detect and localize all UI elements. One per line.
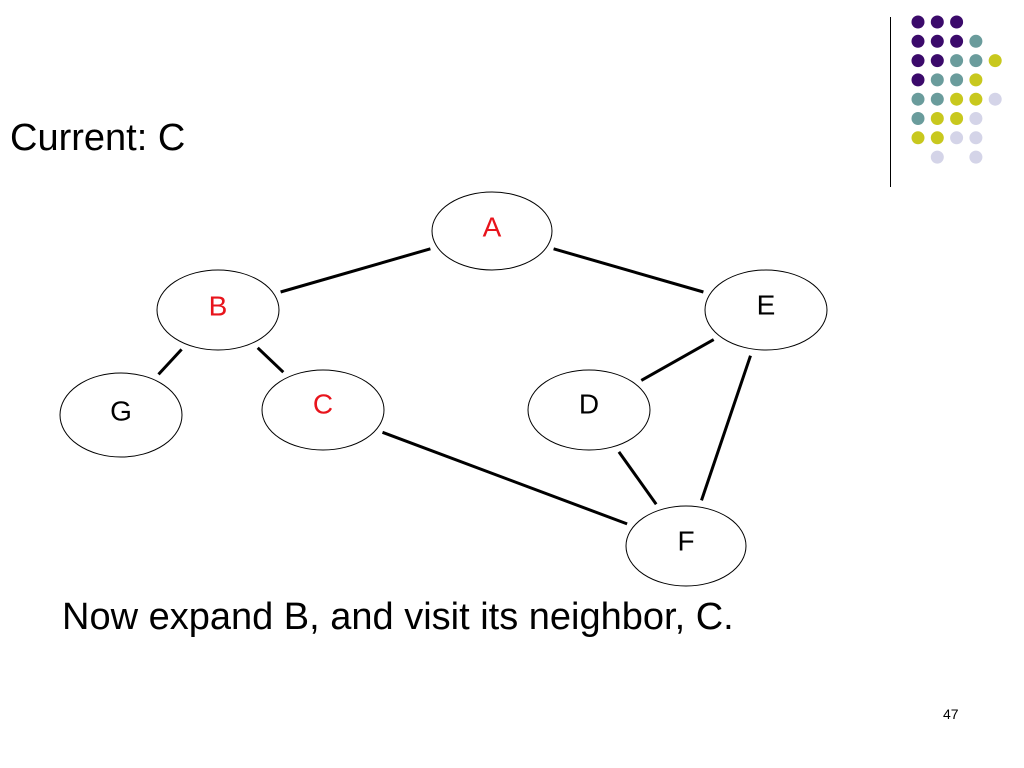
node-a-label: A [483, 212, 502, 243]
edge-e-f [700, 355, 752, 501]
decoration-dot [911, 112, 925, 125]
node-c-shape [261, 369, 385, 451]
decoration-dot [930, 15, 944, 29]
decoration-dot [950, 34, 964, 48]
decoration-dot [950, 92, 964, 106]
decoration-dot [969, 150, 983, 164]
decoration-dot [969, 73, 983, 87]
decoration-dot [950, 112, 964, 125]
slide-title: Current: C [10, 117, 186, 159]
graph-nodes: A B C D E F G [59, 191, 828, 587]
graph-diagram: A B C D E F G [59, 191, 828, 587]
node-d: D [527, 369, 651, 451]
decoration-dot [930, 112, 944, 125]
node-f: F [625, 505, 747, 587]
edge-b-g [157, 348, 183, 376]
slide-caption: Now expand B, and visit its neighbor, C. [62, 596, 734, 638]
node-d-shape [527, 369, 651, 451]
node-c: C [261, 369, 385, 451]
node-b: B [156, 269, 280, 351]
decoration-dot [950, 73, 964, 87]
edge-c-f [381, 430, 628, 526]
node-f-label: F [677, 526, 694, 557]
node-g-label: G [110, 396, 132, 427]
decoration-dot [930, 131, 944, 145]
decoration-dot [988, 54, 1002, 68]
decoration-dot [969, 131, 983, 145]
decoration-dot [911, 34, 925, 48]
decoration-dot [930, 34, 944, 48]
decoration-dot [969, 34, 983, 48]
decoration-dot [911, 15, 925, 29]
decoration-dot [930, 54, 944, 68]
node-b-shape [156, 269, 280, 351]
node-f-shape [625, 505, 747, 587]
decoration-dot [950, 131, 964, 145]
node-b-label: B [209, 291, 228, 322]
node-a: A [431, 191, 553, 271]
node-c-label: C [313, 389, 333, 420]
node-g-shape [59, 372, 183, 458]
decoration-dot [950, 15, 964, 29]
decoration-dot [988, 92, 1002, 106]
node-a-shape [431, 191, 553, 271]
decoration-dot [969, 112, 983, 125]
decoration-dot [930, 92, 944, 106]
dot-pattern-decoration [911, 15, 1002, 164]
node-g: G [59, 372, 183, 458]
edge-d-f [617, 451, 658, 506]
decoration-dot [911, 131, 925, 145]
edge-b-c [256, 346, 285, 374]
decoration-dot [911, 54, 925, 68]
divider-line [890, 17, 891, 187]
page-number: 47 [943, 706, 959, 722]
node-e-label: E [757, 290, 776, 321]
edge-a-b [280, 247, 431, 294]
decoration-dot [911, 73, 925, 87]
edge-a-e [553, 247, 704, 294]
graph-edges [157, 247, 752, 526]
edge-e-d [640, 338, 715, 382]
node-e-shape [704, 269, 828, 351]
decoration-dot [930, 73, 944, 87]
decoration-dot [950, 54, 964, 68]
decoration-dot [911, 92, 925, 106]
node-d-label: D [579, 389, 599, 420]
node-e: E [704, 269, 828, 351]
decoration-dot [969, 92, 983, 106]
decoration-dot [969, 54, 983, 68]
decoration-dot [930, 150, 944, 164]
